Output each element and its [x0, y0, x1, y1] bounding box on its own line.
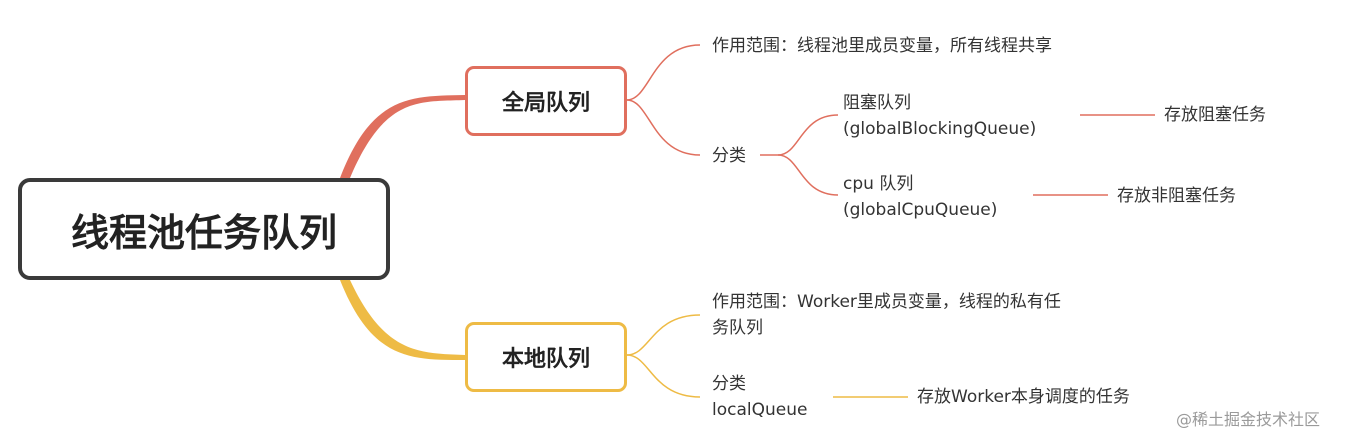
local-category-connector: [626, 354, 701, 398]
root-node[interactable]: 线程池任务队列: [18, 178, 390, 280]
local-scope-connector: [626, 314, 701, 356]
local-scope-line1: 作用范围：Worker里成员变量，线程的私有任: [712, 292, 1061, 312]
blocking-queue-id: (globalBlockingQueue): [843, 119, 1037, 139]
local-queue-label: localQueue: [712, 400, 808, 420]
local-queue-node[interactable]: 本地队列: [465, 322, 627, 392]
root-to-global-connector: [340, 95, 465, 178]
global-queue-node[interactable]: 全局队列: [465, 66, 627, 136]
global-category-connector: [626, 99, 701, 156]
global-queue-title: 全局队列: [501, 91, 590, 116]
watermark: @稀土掘金技术社区: [1176, 410, 1321, 429]
cpu-queue-desc: 存放非阻塞任务: [1117, 186, 1236, 206]
blocking-queue-desc: 存放阻塞任务: [1164, 105, 1266, 125]
global-category-label: 分类: [712, 146, 746, 166]
local-queue-desc: 存放Worker本身调度的任务: [917, 387, 1130, 407]
blocking-queue-name: 阻塞队列: [843, 93, 911, 113]
local-category-label: 分类: [712, 374, 746, 394]
local-queue-title: 本地队列: [501, 347, 590, 372]
local-scope-line2: 务队列: [712, 318, 763, 338]
global-scope-label: 作用范围：线程池里成员变量，所有线程共享: [712, 36, 1052, 56]
cpu-queue-name: cpu 队列: [843, 174, 914, 194]
category-to-blocking-connector: [760, 114, 839, 156]
cpu-queue-id: (globalCpuQueue): [843, 200, 998, 220]
global-scope-connector: [626, 44, 701, 101]
root-to-local-connector: [340, 280, 465, 360]
category-to-cpu-connector: [777, 154, 839, 196]
root-title: 线程池任务队列: [70, 210, 337, 255]
